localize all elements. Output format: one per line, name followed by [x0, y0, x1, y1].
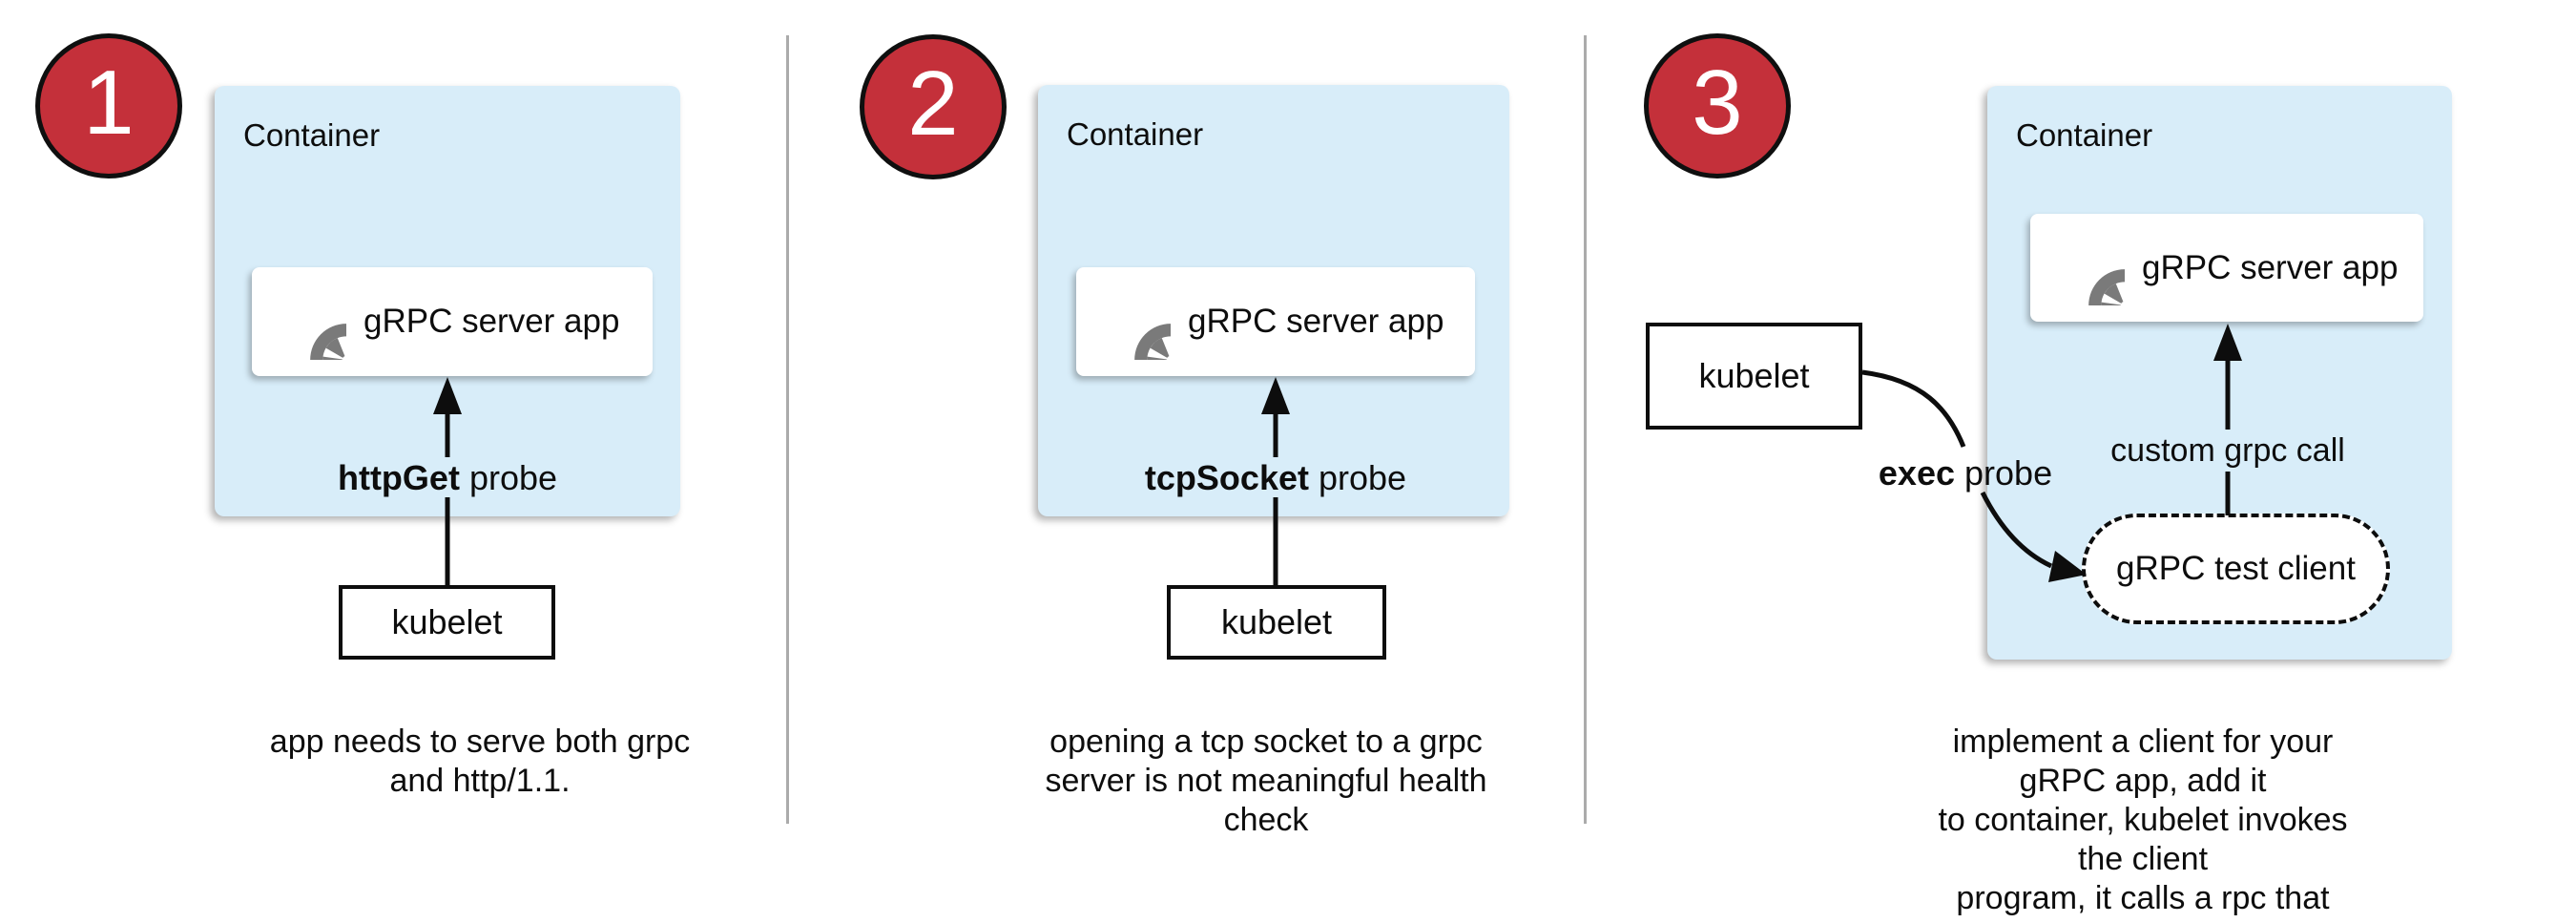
- custom-grpc-call-label: custom grpc call: [2110, 432, 2345, 469]
- aperture-icon: [271, 284, 346, 360]
- grpc-server-app-box-3: gRPC server app: [2030, 214, 2423, 322]
- probe-word: probe: [1964, 453, 2053, 493]
- container-label: Container: [1067, 116, 1204, 152]
- step-badge-2: 2: [860, 34, 1007, 179]
- grpc-server-app-box-1: gRPC server app: [252, 267, 653, 376]
- step-number: 2: [907, 52, 959, 155]
- probe-keyword: tcpSocket: [1144, 458, 1309, 497]
- grpc-test-client-label: gRPC test client: [2116, 550, 2356, 587]
- container-label: Container: [2016, 117, 2153, 153]
- probe-keyword: httpGet: [337, 458, 460, 497]
- caption-2: opening a tcp socket to a grpc server is…: [1045, 724, 1487, 838]
- panel-divider-1: [786, 35, 789, 824]
- grpc-server-app-label: gRPC server app: [2142, 248, 2399, 286]
- probe-label-tcpsocket: tcpSocket probe: [1145, 458, 1406, 498]
- probe-keyword: exec: [1878, 453, 1955, 493]
- probe-word: probe: [468, 458, 558, 497]
- caption-3: implement a client for your gRPC app, ad…: [1938, 724, 2348, 923]
- probe-word: probe: [1319, 458, 1407, 497]
- grpc-server-app-label: gRPC server app: [1188, 303, 1444, 340]
- kubelet-label: kubelet: [1698, 356, 1810, 395]
- aperture-icon: [2049, 230, 2125, 305]
- step-number: 1: [83, 52, 135, 154]
- grpc-server-app-box-2: gRPC server app: [1076, 267, 1475, 376]
- step-number: 3: [1692, 52, 1743, 154]
- caption-1: app needs to serve both grpc and http/1.…: [269, 724, 691, 799]
- panel-divider-2: [1584, 35, 1587, 824]
- probe-label-exec: exec probe: [1879, 453, 2052, 493]
- container-label: Container: [243, 117, 381, 153]
- kubelet-box-1: kubelet: [339, 585, 555, 660]
- grpc-server-app-label: gRPC server app: [364, 303, 620, 340]
- kubelet-label: kubelet: [391, 602, 503, 641]
- step-badge-3: 3: [1644, 33, 1791, 178]
- kubelet-box-3: kubelet: [1646, 323, 1862, 430]
- probe-label-httpget: httpGet probe: [338, 458, 557, 498]
- kubelet-box-2: kubelet: [1167, 585, 1386, 660]
- grpc-test-client-box: gRPC test client: [2082, 514, 2390, 624]
- aperture-icon: [1095, 284, 1171, 360]
- step-badge-1: 1: [35, 33, 182, 178]
- kubelet-label: kubelet: [1220, 602, 1333, 641]
